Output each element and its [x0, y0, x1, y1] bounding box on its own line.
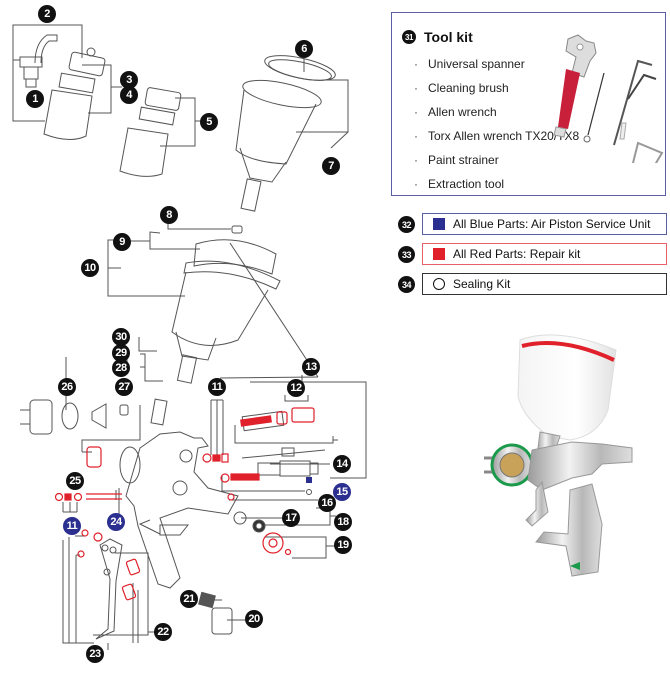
- small-parts: [198, 511, 266, 635]
- tool-kit-item-label: Universal spanner: [428, 57, 525, 71]
- bullet: ·: [414, 57, 418, 71]
- legend-number-33: 33: [398, 246, 415, 263]
- legend-number-34: 34: [398, 276, 415, 293]
- legend-sealing-kit: Sealing Kit: [422, 273, 667, 295]
- legend-label: All Red Parts: Repair kit: [453, 247, 581, 261]
- callout-3: 3: [120, 71, 138, 89]
- callout-22: 22: [154, 623, 172, 641]
- trigger: [95, 538, 123, 640]
- legend-number-32: 32: [398, 216, 415, 233]
- callout-7: 7: [322, 157, 340, 175]
- tool-kit-list: · Universal spanner · Cleaning brush · Alle…: [414, 57, 579, 201]
- callout-1: 1: [26, 90, 44, 108]
- callout-21: 21: [180, 590, 198, 608]
- callout-30: 30: [112, 328, 130, 346]
- callout-24: 24: [107, 513, 125, 531]
- callout-11: 11: [208, 378, 226, 396]
- callout-17: 17: [282, 509, 300, 527]
- callout-27: 27: [115, 378, 133, 396]
- red-square-icon: [433, 248, 445, 260]
- leader-lines: [12, 24, 367, 650]
- tool-kit-item: · Allen wrench: [414, 105, 579, 129]
- allen-wrench-icon: [613, 59, 653, 146]
- tool-kit-item-label: Cleaning brush: [428, 81, 509, 95]
- red-parts: [54, 407, 315, 601]
- tool-kit-item: · Torx Allen wrench TX20/TX8: [414, 129, 579, 153]
- strainer-icon: [619, 122, 627, 140]
- callout-26: 26: [58, 378, 76, 396]
- tool-kit-item: · Paint strainer: [414, 153, 579, 177]
- open-circle-icon: [433, 278, 445, 290]
- tool-kit-item-label: Extraction tool: [428, 177, 505, 191]
- tool-kit-item-label: Paint strainer: [428, 153, 499, 167]
- callout-16: 16: [318, 494, 336, 512]
- bullet: ·: [414, 153, 418, 167]
- callout-25: 25: [66, 472, 84, 490]
- tool-kit-image: [553, 34, 664, 163]
- tool-kit-panel: 31 Tool kit · Universal spanner · Cleaning…: [391, 12, 666, 196]
- siphon-cup-assembly: [19, 34, 106, 140]
- legend-label: Sealing Kit: [453, 277, 511, 291]
- callout-5: 5: [200, 113, 218, 131]
- legend-blue-parts: All Blue Parts: Air Piston Service Unit: [422, 213, 667, 235]
- callout-12: 12: [287, 379, 305, 397]
- needle-assembly: [241, 410, 326, 477]
- callout-10: 10: [81, 259, 99, 277]
- tool-kit-item-label: Torx Allen wrench TX20/TX8: [428, 129, 580, 143]
- bullet: ·: [414, 129, 418, 143]
- gun-metal-body: [484, 431, 633, 577]
- callout-9: 9: [113, 233, 131, 251]
- callout-4: 4: [120, 86, 138, 104]
- extraction-tool-icon: [631, 141, 664, 163]
- bullet: ·: [414, 105, 418, 119]
- seal-marker: [306, 489, 312, 495]
- torx-wrench-icon: [627, 73, 657, 100]
- callout-18: 18: [334, 513, 352, 531]
- gravity-cup-large: [235, 55, 336, 212]
- air-cap-parts: [20, 399, 129, 435]
- siphon-cup-5: [119, 87, 182, 177]
- legend-red-parts: All Red Parts: Repair kit: [422, 243, 667, 265]
- legend-label: All Blue Parts: Air Piston Service Unit: [453, 217, 651, 231]
- tool-kit-item: · Cleaning brush: [414, 81, 579, 105]
- tool-kit-title: Tool kit: [424, 29, 473, 45]
- callout-29: 29: [112, 344, 130, 362]
- blue-part-marker: [306, 477, 312, 483]
- callout-20: 20: [245, 610, 263, 628]
- tool-kit-item: · Extraction tool: [414, 177, 579, 201]
- spray-gun-photo: [484, 334, 633, 577]
- callout-11-blue: 11: [63, 517, 81, 535]
- callout-13: 13: [302, 358, 320, 376]
- paint-cup: [517, 334, 617, 441]
- tool-kit-number: 31: [402, 30, 416, 44]
- callout-2: 2: [38, 5, 56, 23]
- callout-15: 15: [333, 483, 351, 501]
- callout-28: 28: [112, 359, 130, 377]
- callout-6: 6: [295, 40, 313, 58]
- callout-14: 14: [333, 455, 351, 473]
- gun-body: [119, 398, 239, 589]
- bullet: ·: [414, 81, 418, 95]
- spanner-icon: [553, 34, 597, 138]
- tool-kit-item-label: Allen wrench: [428, 105, 497, 119]
- bullet: ·: [414, 177, 418, 191]
- brush-icon: [587, 72, 605, 136]
- callout-8: 8: [160, 206, 178, 224]
- gravity-cup-small: [171, 225, 281, 384]
- callout-19: 19: [334, 536, 352, 554]
- callout-23: 23: [86, 645, 104, 663]
- tool-kit-item: · Universal spanner: [414, 57, 579, 81]
- blue-square-icon: [433, 218, 445, 230]
